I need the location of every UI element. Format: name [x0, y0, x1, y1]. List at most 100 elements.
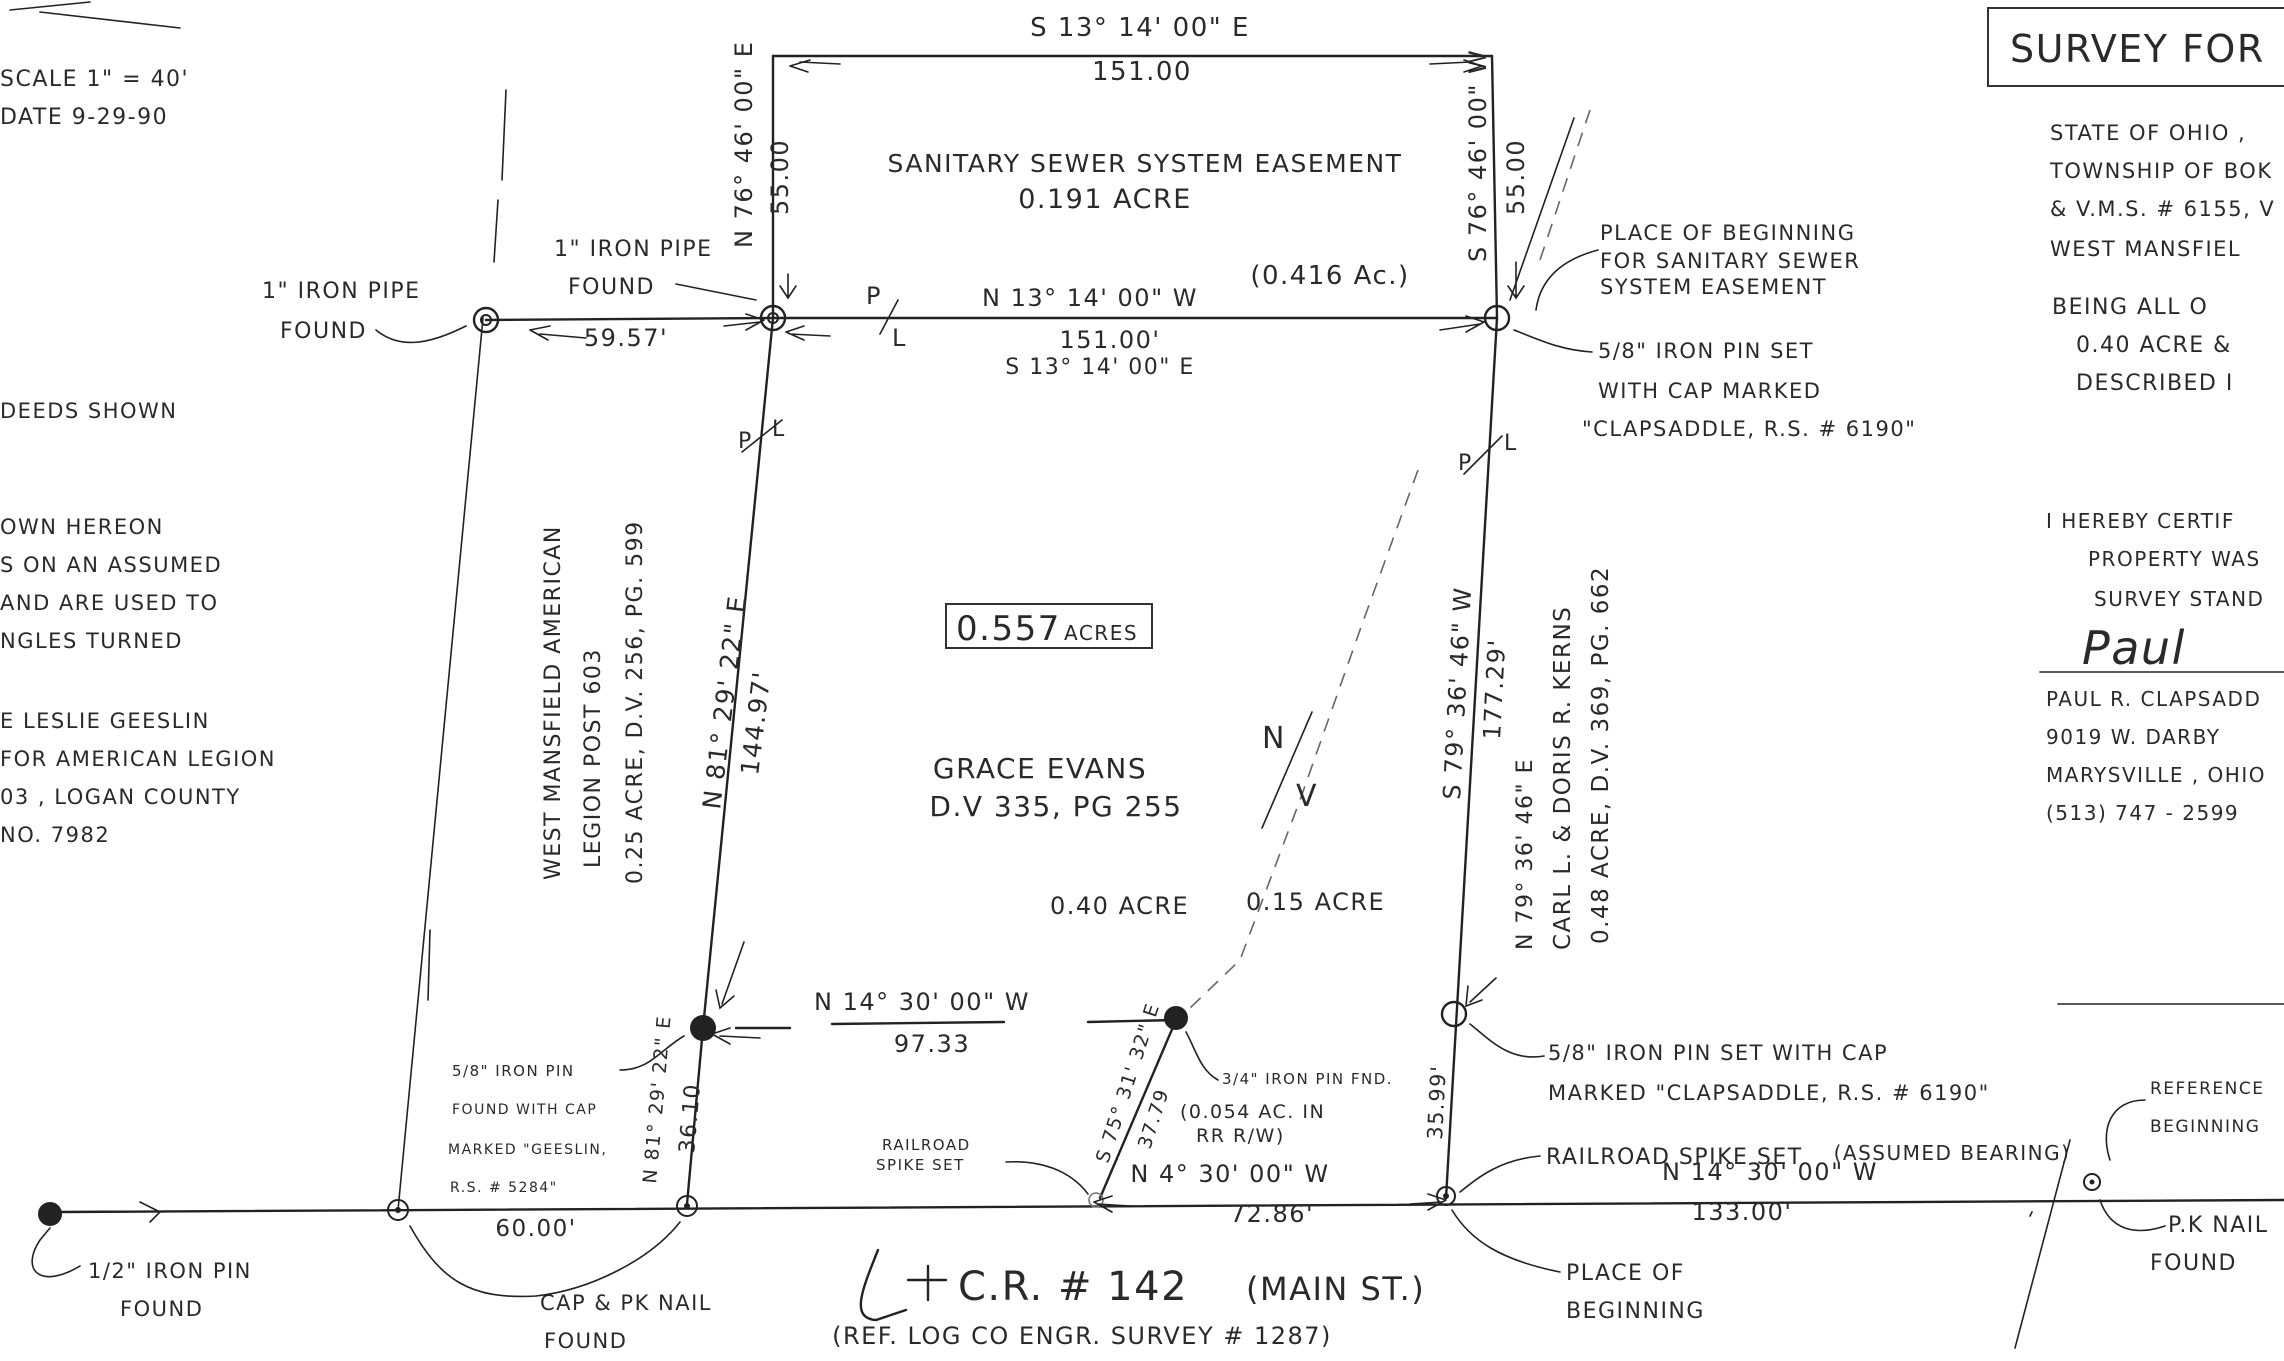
parcel-west-distance: 144.97' — [735, 669, 777, 777]
half-iron-pin-label-line: FOUND — [120, 1297, 203, 1321]
place-of-beginning-label: PLACE OF BEGINNING — [1566, 1261, 1705, 1324]
easement-east-line — [1490, 54, 1499, 320]
easement-pob-line: FOR SANITARY SEWER — [1600, 249, 1860, 273]
owner-name: GRACE EVANS — [933, 752, 1147, 785]
acreage-split-line — [1187, 109, 1591, 1011]
being-line: 0.40 ACRE & — [2076, 333, 2232, 358]
pl-l-east: L — [1504, 431, 1518, 456]
geeslin-note-line: 03 , LOGAN COUNTY — [0, 785, 241, 809]
inner-line-seg — [1086, 1018, 1178, 1024]
iron-pin-set-ne-label-line: "CLAPSADDLE, R.S. # 6190" — [1582, 417, 1916, 441]
north-arrow-v: V — [1296, 779, 1318, 814]
acreage-unit: ACRES — [1064, 621, 1138, 645]
legion-label-line: 0.25 ACRE, D.V. 256, PG. 599 — [623, 520, 648, 884]
parcel-mid-line — [1098, 1018, 1178, 1200]
cap-pk-nail-west-center — [395, 1207, 401, 1213]
dimension-arrow — [1465, 977, 1497, 1008]
iron-pipe-corner-label-line: 1" IRON PIPE — [554, 237, 713, 262]
surveyor-line: 9019 W. DARBY — [2046, 725, 2220, 749]
iron-pin-found-sw-label-line: MARKED "GEESLIN, — [448, 1142, 607, 1158]
geeslin-note-line: NO. 7982 — [0, 823, 110, 847]
half-iron-pin-label-line: 1/2" IRON PIN — [88, 1259, 252, 1283]
road-centerline-symbol — [859, 1248, 948, 1322]
north-line-distance: 151.00' — [1059, 326, 1160, 354]
easement-pob-tie — [1509, 117, 1575, 301]
iron-pin-set-ne — [1483, 304, 1511, 332]
iron-pin-set-ne-label-line: WITH CAP MARKED — [1598, 379, 1821, 403]
dimension-arrow — [779, 273, 797, 300]
location-line: & V.M.S. # 6155, V — [2050, 197, 2275, 221]
north-arrow-n: N — [1262, 721, 1286, 756]
pl-slash-west — [741, 419, 783, 453]
iron-pin-found-mid — [1164, 1006, 1188, 1030]
iron-pipe-west-leader — [375, 325, 467, 344]
easement-pob-leader — [1535, 249, 1599, 311]
location-line: WEST MANSFIEL — [2050, 237, 2241, 261]
pk-nail-leader — [2099, 1199, 2166, 1232]
iron-pin-set-se-label-line: MARKED "CLAPSADDLE, R.S. # 6190" — [1548, 1081, 1990, 1105]
north-line-bearing-reverse: S 13° 14' 00" E — [1005, 355, 1195, 380]
assumed-note: (ASSUMED BEARING) — [1834, 1141, 2071, 1165]
kerns-bearing: N 79° 36' 46" E — [1513, 758, 1538, 950]
iron-pin-found-sw-label-line: 5/8" IRON PIN — [452, 1062, 575, 1080]
iron-pipe-corner-label: 1" IRON PIPE FOUND — [554, 237, 713, 300]
surveyor-block: PAUL R. CLAPSADD 9019 W. DARBY MARYSVILL… — [2046, 687, 2264, 825]
bearing-note-line: S ON AN ASSUMED — [0, 553, 222, 577]
iron-pin-set-se-label: 5/8" IRON PIN SET WITH CAP MARKED "CLAPS… — [1548, 1041, 1990, 1105]
legion-line-extension — [493, 199, 499, 263]
dimension-arrow — [1507, 261, 1525, 300]
easement-pob-note: PLACE OF BEGINNING FOR SANITARY SEWER SY… — [1600, 221, 1860, 299]
iron-pipe-corner-outer — [759, 304, 787, 332]
reference-label: BEGINNING — [2150, 1117, 2260, 1137]
certify-line: I HEREBY CERTIF — [2046, 509, 2235, 533]
cap-pk-nail — [676, 1195, 698, 1217]
bearing-note-line: NGLES TURNED — [0, 629, 183, 653]
half-iron-pin-label: 1/2" IRON PIN FOUND — [88, 1259, 252, 1321]
centerline-break — [139, 1201, 162, 1223]
half-iron-pin — [38, 1202, 62, 1226]
iron-pin-found-mid-label-line: (0.054 AC. IN — [1180, 1101, 1325, 1123]
parcel-east-distance: 177.29' — [1478, 638, 1511, 740]
reference-leader — [2105, 1099, 2146, 1161]
iron-pin-set-ne-leader — [1513, 329, 1593, 353]
iron-pipe-corner-label-line: FOUND — [568, 275, 655, 300]
east-outer-distance: 133.00' — [1691, 1198, 1792, 1226]
date-label: DATE 9-29-90 — [0, 105, 168, 130]
iron-pin-set-se — [1440, 1000, 1468, 1028]
iron-pin-set-ne-label-line: 5/8" IRON PIN SET — [1598, 339, 1814, 363]
iron-pipe-west — [472, 306, 500, 334]
surveyor-line: PAUL R. CLAPSADD — [2046, 687, 2261, 711]
certify-line: SURVEY STAND — [2094, 587, 2264, 611]
location-block: STATE OF OHIO , TOWNSHIP OF BOK & V.M.S.… — [2049, 121, 2275, 261]
pl-slash-east — [1463, 435, 1503, 475]
pk-nail-label: P.K NAIL — [2168, 1213, 2269, 1238]
pl-l-north: L — [892, 324, 907, 352]
pl-p-north: P — [866, 282, 882, 310]
cap-pk-nail-west — [387, 1199, 409, 1221]
legion-east-line — [397, 317, 484, 1211]
dimension-arrow — [529, 325, 587, 341]
iron-pipe-west-label-line: FOUND — [280, 319, 367, 344]
railroad-spike-mid-label-line: SPIKE SET — [876, 1156, 965, 1174]
certify-line: PROPERTY WAS — [2088, 547, 2261, 571]
cap-pk-nail-label-line: CAP & PK NAIL — [540, 1291, 712, 1315]
location-line: STATE OF OHIO , — [2050, 121, 2246, 145]
place-of-beginning-line: BEGINNING — [1566, 1299, 1705, 1324]
cap-pk-nail-leader — [409, 1221, 681, 1298]
acreage-box — [945, 603, 1153, 649]
certification-block: I HEREBY CERTIF PROPERTY WAS SURVEY STAN… — [2039, 509, 2284, 675]
road-reference: (REF. LOG CO ENGR. SURVEY # 1287) — [832, 1322, 1332, 1350]
kerns-label-line: CARL L. & DORIS R. KERNS — [1550, 606, 1576, 950]
deeds-note: DEEDS SHOWN — [0, 399, 178, 423]
acreage-value: 0.557 — [956, 609, 1061, 649]
cap-pk-nail-outer — [676, 1195, 698, 1217]
legion-line-extension — [501, 89, 507, 181]
half-iron-pin-leader — [31, 1227, 81, 1278]
legion-label-line: LEGION POST 603 — [581, 648, 606, 868]
mid-distance: 37.79 — [1134, 1086, 1174, 1152]
iron-pin-found-mid-label: 3/4" IRON PIN FND. (0.054 AC. IN RR R/W) — [1180, 1070, 1392, 1147]
dimension-arrow — [1439, 315, 1485, 333]
pob-monument-center — [1443, 1193, 1449, 1199]
north-line-bearing: N 13° 14' 00" W — [982, 284, 1198, 312]
road-street: (MAIN ST.) — [1246, 1270, 1425, 1308]
